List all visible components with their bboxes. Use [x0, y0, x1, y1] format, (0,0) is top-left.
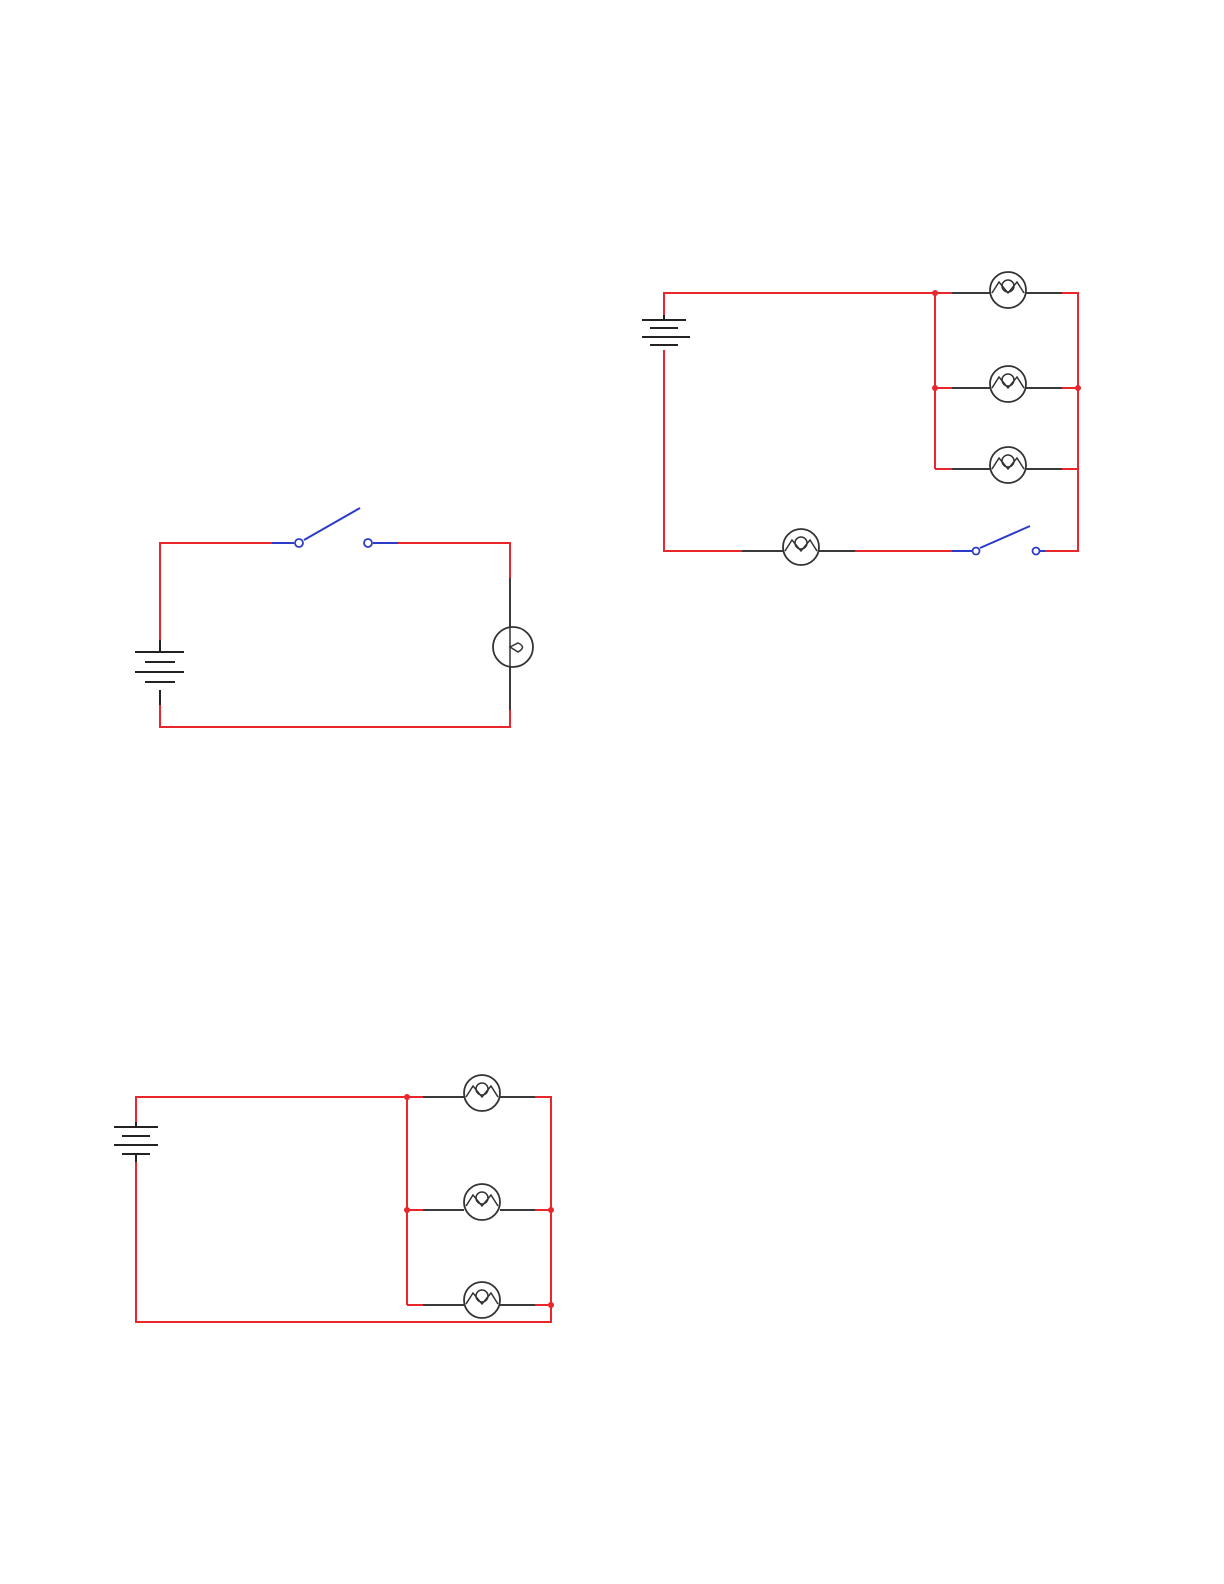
bulb-icon	[423, 1282, 535, 1318]
simple-circuit-diagram	[135, 508, 533, 727]
bulb-icon	[952, 272, 1062, 308]
bulb-icon	[423, 1075, 535, 1111]
bulb-icon	[952, 447, 1062, 483]
parallel-series-circuit-diagram	[642, 272, 1081, 565]
switch-icon	[272, 508, 398, 547]
bulb-icon	[423, 1184, 535, 1220]
battery-icon	[135, 640, 184, 705]
bulb-icon	[952, 366, 1062, 402]
switch-icon	[952, 526, 1045, 555]
bulb-icon	[742, 529, 855, 565]
bulb-icon	[493, 578, 533, 710]
parallel-series-circuit-wires	[664, 293, 1078, 551]
battery-icon	[642, 315, 690, 345]
battery-icon	[114, 1122, 158, 1162]
simple-circuit-wires	[160, 543, 510, 727]
parallel-circuit-diagram	[114, 1075, 554, 1322]
